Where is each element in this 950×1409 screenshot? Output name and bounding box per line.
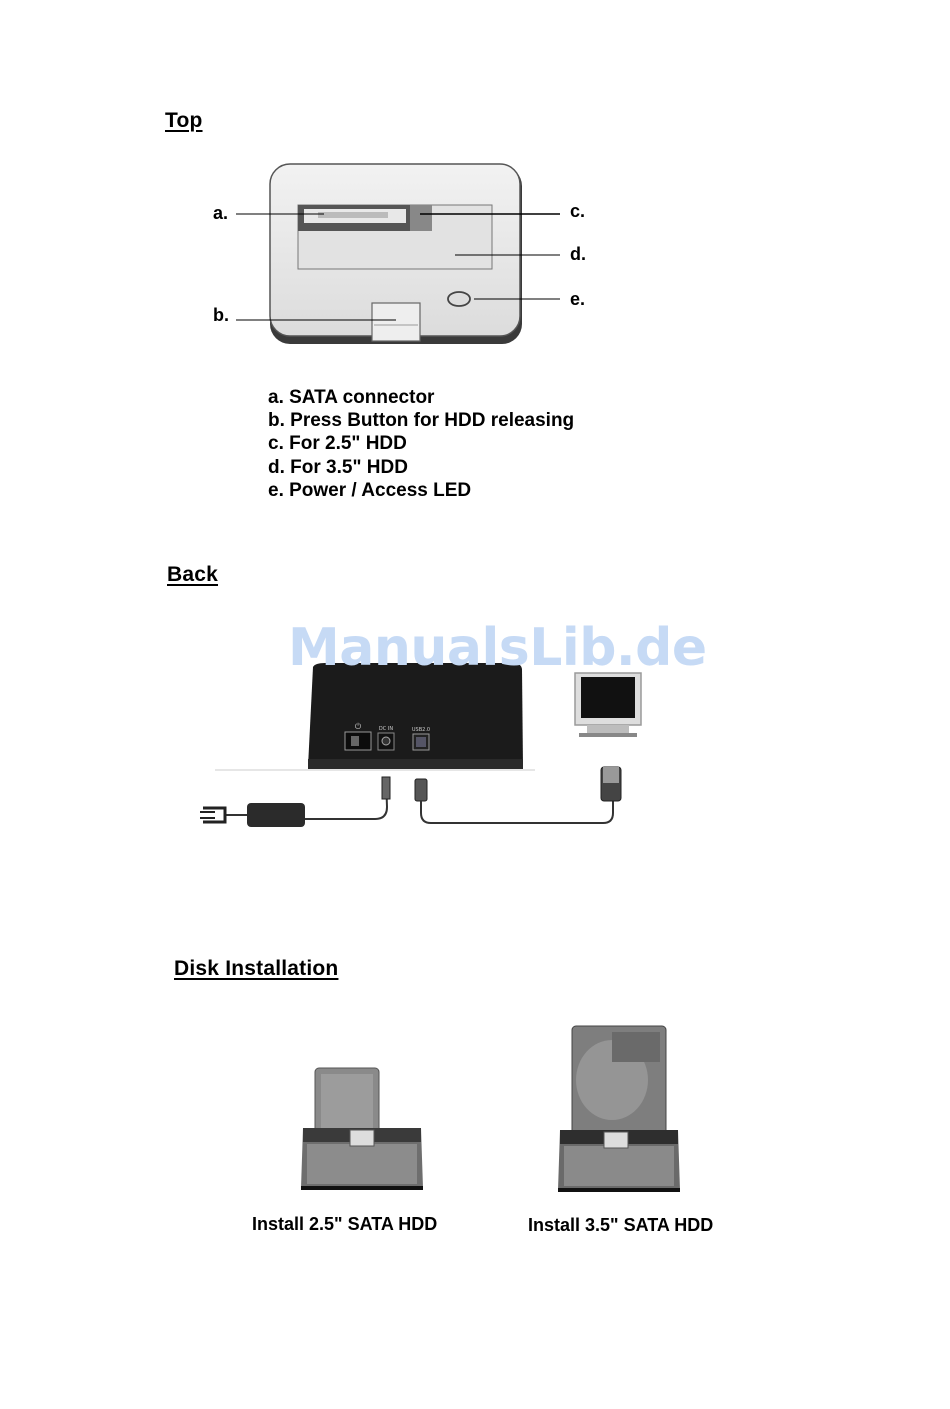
legend-item: e. Power / Access LED (268, 479, 574, 502)
legend-item: a. SATA connector (268, 386, 574, 409)
install-25-hdd-illustration (295, 1060, 435, 1195)
caption-install-35: Install 3.5" SATA HDD (528, 1215, 713, 1236)
legend-item: b. Press Button for HDD releasing (268, 409, 574, 432)
dock-top-view-illustration (230, 160, 570, 350)
back-heading: Back (167, 563, 218, 587)
callout-c: c. (570, 201, 585, 222)
legend-item: d. For 3.5" HDD (268, 456, 574, 479)
svg-text:⏻: ⏻ (355, 722, 362, 731)
usb-label: USB2.0 (412, 727, 430, 733)
top-heading: Top (165, 109, 203, 133)
caption-install-25: Install 2.5" SATA HDD (252, 1214, 437, 1235)
disk-installation-heading: Disk Installation (174, 957, 338, 981)
legend-item: c. For 2.5" HDD (268, 432, 574, 455)
dock-back-view-illustration: ⏻ DC IN USB2.0 (195, 655, 655, 835)
top-legend: a. SATA connector b. Press Button for HD… (268, 386, 574, 502)
watermark: ManualsLib.de (288, 618, 707, 678)
install-35-hdd-illustration (552, 1020, 692, 1195)
dc-in-label: DC IN (379, 726, 393, 732)
callout-e: e. (570, 289, 585, 310)
callout-a: a. (213, 203, 228, 224)
callout-d: d. (570, 244, 586, 265)
callout-b: b. (213, 305, 229, 326)
